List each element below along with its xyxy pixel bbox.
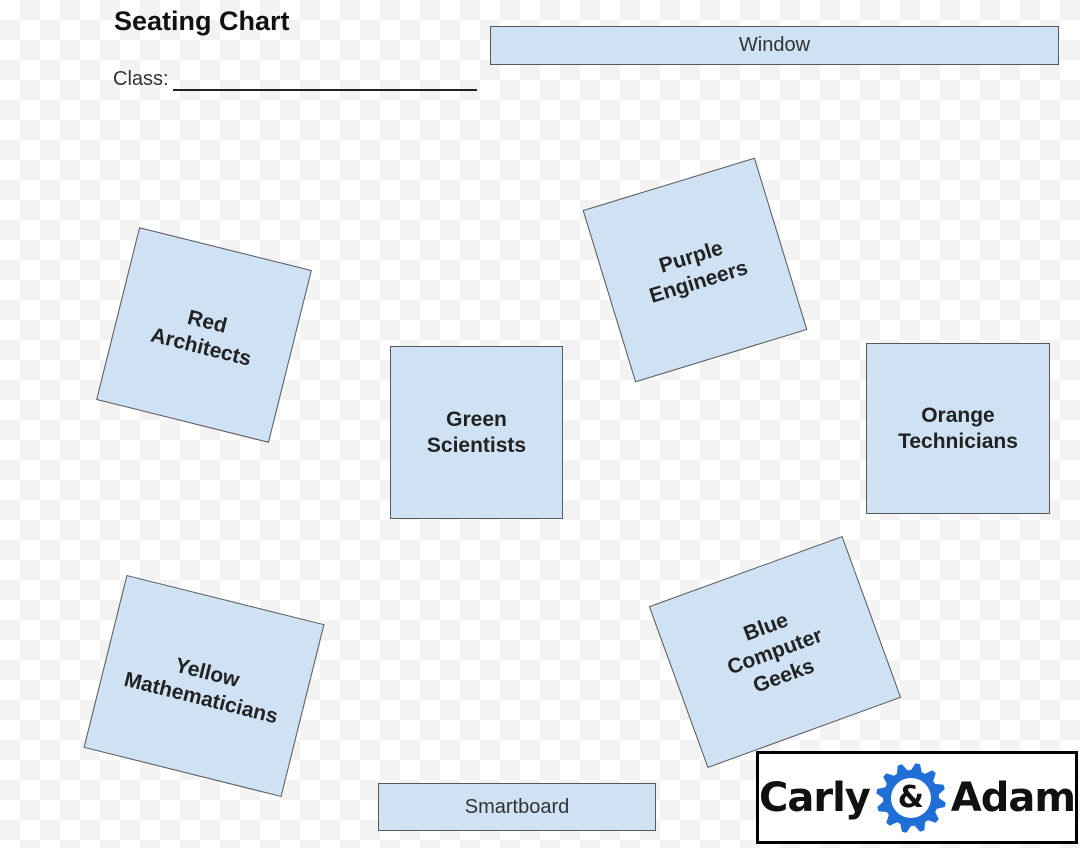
smartboard-bar: Smartboard [378,783,656,831]
logo-word-carly: Carly [759,774,871,821]
window-bar: Window [490,26,1059,65]
page-title: Seating Chart [114,6,290,36]
table-green-scientists: Green Scientists [390,346,563,519]
logo-word-adam: Adam [950,774,1076,821]
table-label: Purple Engineers [646,236,751,308]
table-purple-engineers: Purple Engineers [582,157,808,383]
logo-ampersand: & [897,780,924,815]
class-field: Class: [113,68,477,91]
table-red-architects: Red Architects [96,227,312,443]
table-blue-computer-geeks: Blue Computer Geeks [648,535,902,769]
class-label: Class: [113,68,169,90]
gear-icon-shape [876,762,946,833]
table-label: Red Architects [148,305,254,371]
gear-icon: & [874,761,947,835]
window-label: Window [738,34,811,56]
table-orange-technicians: Orange Technicians [866,343,1050,514]
table-yellow-mathematicians: Yellow Mathematicians [83,574,325,798]
gear-center [890,777,931,818]
smartboard-label: Smartboard [464,795,570,818]
carly-adam-logo: Carly & Adam [756,751,1078,844]
table-label: Blue Computer Geeks [724,608,826,698]
table-label: Green Scientists [426,407,527,457]
table-label: Yellow Mathematicians [121,653,281,729]
class-blank-line [172,69,477,91]
table-label: Orange Technicians [898,403,1018,453]
